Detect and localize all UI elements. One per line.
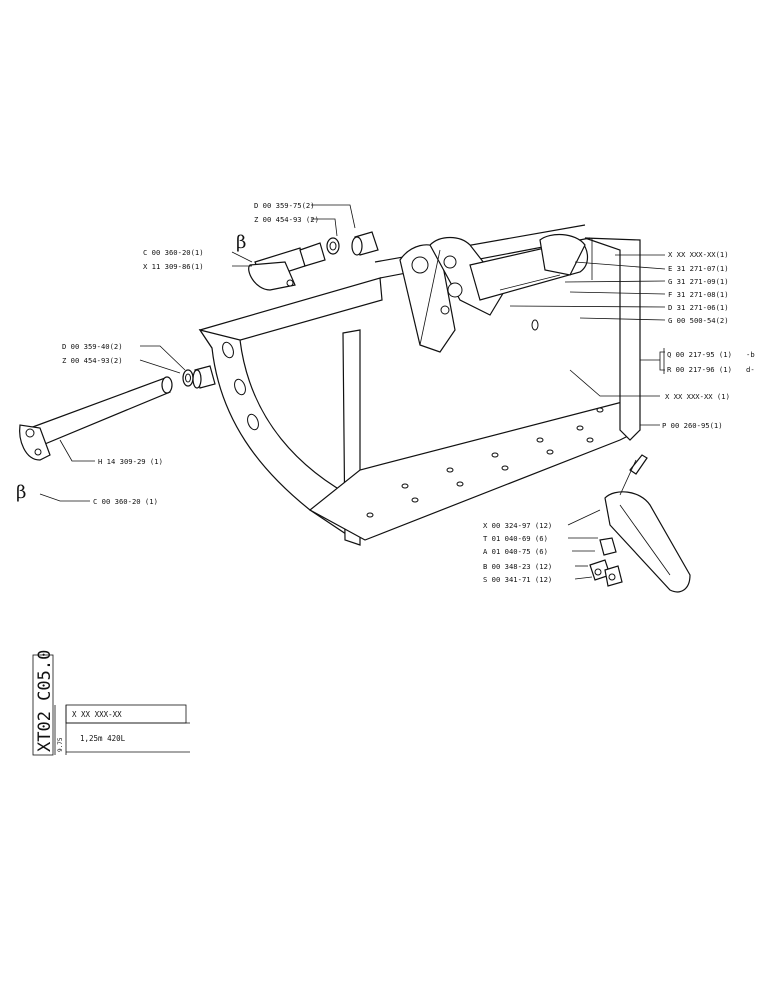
label-p9: D 31 271-06(1) xyxy=(668,303,729,312)
label-p1: D 00 359-75(2) xyxy=(254,201,315,210)
drawing-date: 9.75 xyxy=(57,737,64,752)
label-p18: C 00 360-20 (1) xyxy=(93,497,158,506)
beta-marker-left: β xyxy=(16,482,26,503)
label-p15: D 00 359-40(2) xyxy=(62,342,123,351)
label-p17: H 14 309-29 (1) xyxy=(98,457,163,466)
label-p11: Q 00 217-95 (1) xyxy=(667,350,732,359)
label-p22: B 00 348-23 (12) xyxy=(483,562,552,571)
part-labels: D 00 359-75(2) Z 00 454-93 (2) C 00 360-… xyxy=(62,201,755,584)
part-number: X XX XXX-XX xyxy=(72,710,122,719)
title-block: XT02 C05.0 9.75 X XX XXX-XX 1,25m 420L xyxy=(32,650,190,756)
label-p14: P 00 260-95(1) xyxy=(662,421,723,430)
label-p5: X XX XXX-XX(1) xyxy=(668,250,729,259)
leader-lines xyxy=(39,204,666,580)
label-p8: F 31 271-08(1) xyxy=(668,290,729,299)
d-marker: d- xyxy=(746,365,755,374)
mounting-brackets xyxy=(399,234,589,353)
label-p12: R 00 217-96 (1) xyxy=(667,365,732,374)
description: 1,25m 420L xyxy=(80,734,126,743)
label-p3: C 00 360-20(1) xyxy=(143,248,204,257)
label-p13: X XX XXX-XX (1) xyxy=(665,392,730,401)
tooth-assembly xyxy=(589,454,691,593)
label-p21: A 01 040-75 (6) xyxy=(483,547,548,556)
label-p6: E 31 271-07(1) xyxy=(668,264,729,273)
beta-marker-top: β xyxy=(236,232,246,253)
label-p16: Z 00 454-93(2) xyxy=(62,356,123,365)
top-pin-assembly xyxy=(248,231,379,291)
label-p19: X 00 324-97 (12) xyxy=(483,521,552,530)
floor-holes xyxy=(366,407,604,518)
b-marker: -b xyxy=(746,350,755,359)
label-p23: S 00 341-71 (12) xyxy=(483,575,552,584)
left-pin-assembly xyxy=(19,365,216,461)
drawing-code: XT02 C05.0 xyxy=(35,650,55,752)
label-p20: T 01 040-69 (6) xyxy=(483,534,548,543)
label-p7: G 31 271-09(1) xyxy=(668,277,729,286)
label-p2: Z 00 454-93 (2) xyxy=(254,215,319,224)
label-p4: X 11 309-86(1) xyxy=(143,262,204,271)
bucket-body xyxy=(198,224,641,546)
label-p10: G 00 500-54(2) xyxy=(668,316,729,325)
